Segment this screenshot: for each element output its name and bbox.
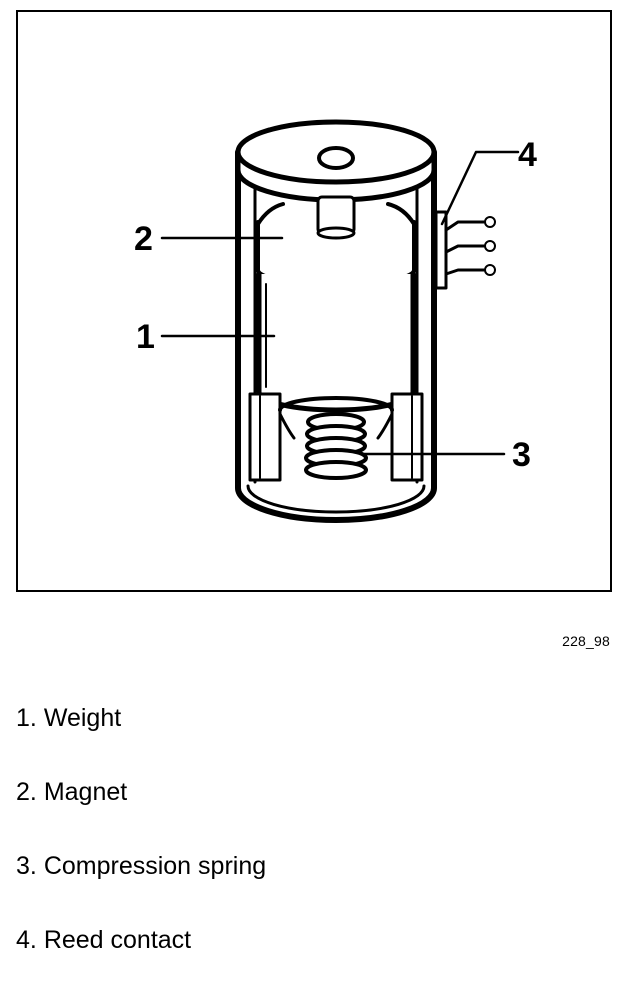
leader-line-4: [440, 150, 520, 226]
callout-labels: 2 1 3 4: [134, 136, 537, 474]
legend-item: 1. Weight: [16, 702, 266, 776]
legend-text: Reed contact: [43, 926, 192, 954]
callout-4: 4: [518, 136, 537, 174]
reed-contact: [434, 210, 496, 290]
legend-item: 2. Magnet: [16, 776, 266, 850]
legend-text: Weight: [43, 704, 122, 732]
sensor-cutaway-diagram: 2 1 3 4: [134, 119, 537, 523]
legend-number: 4.: [16, 926, 37, 954]
legend-list: 1. Weight 2. Magnet 3. Compression sprin…: [16, 702, 266, 998]
figure-code: 228_98: [562, 633, 610, 649]
leader-lines: [160, 150, 520, 456]
compression-spring: [304, 412, 368, 480]
legend-text: Magnet: [43, 778, 128, 806]
callout-2: 2: [134, 220, 153, 258]
callout-1: 1: [136, 318, 155, 356]
weight: [256, 271, 416, 413]
legend-number: 2.: [16, 778, 37, 806]
legend-item: 3. Compression spring: [16, 850, 266, 924]
lid: [235, 119, 437, 240]
diagram-frame: 2 1 3 4: [16, 10, 612, 592]
legend-number: 3.: [16, 852, 37, 880]
guide-sleeve: [248, 392, 424, 482]
legend-item: 4. Reed contact: [16, 924, 266, 998]
legend-text: Compression spring: [43, 852, 267, 880]
callout-3: 3: [512, 436, 531, 474]
legend-number: 1.: [16, 704, 37, 732]
